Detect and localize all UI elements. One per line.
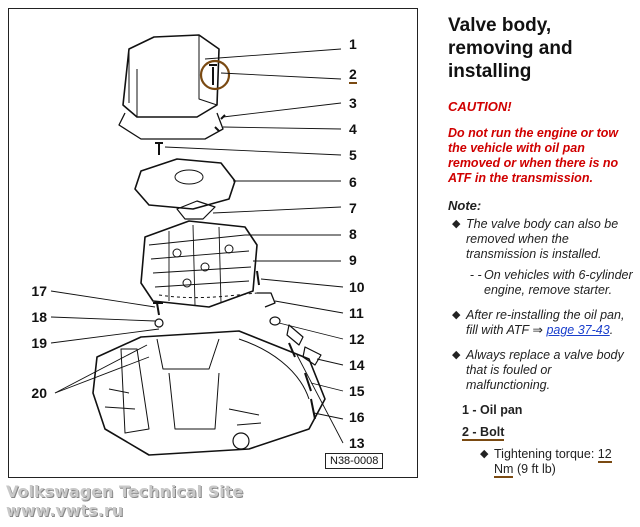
note-subbullet-1: - - On vehicles with 6-cylinder engine, … [448, 268, 636, 298]
callout-18: 18 [31, 309, 47, 325]
callout-14: 14 [349, 357, 365, 373]
caution-heading: CAUTION! [448, 99, 512, 114]
legend-item-2-label: 2 - Bolt [462, 425, 505, 441]
note-bullet-3-text: Always replace a valve body that is foul… [466, 348, 624, 392]
callout-6: 6 [349, 174, 357, 190]
valve-body-exploded-diagram [50, 34, 344, 456]
procedure-text-panel: Valve body, removing and installing CAUT… [448, 14, 636, 478]
note-bullet-1-text: The valve body can also be removed when … [466, 217, 619, 261]
callout-16: 16 [349, 409, 365, 425]
figure-code: N38-0008 [325, 453, 384, 469]
callout-7: 7 [349, 200, 357, 216]
watermark-line-2: www.vwts.ru [6, 501, 124, 520]
exploded-diagram-panel: 1 2 3 4 5 6 7 8 9 10 11 12 14 15 16 13 1… [8, 8, 418, 478]
legend-item-2: 2 - Bolt [462, 425, 636, 441]
page-reference-link[interactable]: page 37-43 [546, 323, 610, 337]
torque-spec: ◆ Tightening torque: 12 Nm (9 ft lb) [448, 447, 636, 478]
arrow-icon: ⇒ [532, 323, 543, 337]
note-bullet-1: ◆ The valve body can also be removed whe… [448, 217, 636, 262]
legend-item-1: 1 - Oil pan [462, 403, 523, 417]
callout-20: 20 [31, 385, 47, 401]
diamond-bullet-icon: ◆ [452, 349, 461, 361]
diamond-bullet-icon: ◆ [452, 218, 461, 230]
callout-2: 2 [349, 66, 357, 84]
torque-label: Tightening torque: [494, 447, 595, 461]
note-heading: Note: [448, 198, 482, 213]
site-watermark: Volkswagen Technical Site www.vwts.ru [6, 482, 243, 520]
callout-10: 10 [349, 279, 365, 295]
note-bullet-2-end: . [609, 323, 614, 337]
note-bullet-3: ◆ Always replace a valve body that is fo… [448, 348, 636, 393]
caution-text: Do not run the engine or tow the vehicle… [448, 126, 619, 185]
callout-13: 13 [349, 435, 365, 451]
page-title: Valve body, removing and installing [448, 15, 573, 82]
transmission-case-part [92, 330, 326, 456]
callout-12: 12 [349, 331, 365, 347]
diamond-bullet-icon: ◆ [480, 448, 489, 460]
callout-8: 8 [349, 226, 357, 242]
callout-17: 17 [31, 283, 47, 299]
note-bullet-2: ◆ After re-installing the oil pan, fill … [448, 308, 636, 338]
callout-15: 15 [349, 383, 365, 399]
callout-9: 9 [349, 252, 357, 268]
callout-3: 3 [349, 95, 357, 111]
callout-1: 1 [349, 36, 357, 52]
callout-4: 4 [349, 121, 357, 137]
callout-5: 5 [349, 147, 357, 163]
torque-imperial: (9 ft lb) [516, 462, 556, 476]
callout-19: 19 [31, 335, 47, 351]
torque-value: 12 [597, 447, 612, 463]
filter-part [134, 158, 236, 210]
note-subbullet-1-text: On vehicles with 6-cylinder engine, remo… [484, 268, 633, 297]
bolt-part [209, 64, 217, 85]
torque-unit: Nm [494, 462, 514, 478]
dash-marker: - - [470, 268, 482, 282]
watermark-line-1: Volkswagen Technical Site [6, 482, 244, 501]
note-bullet-2-text: After re-installing the oil pan, fill wi… [466, 308, 625, 337]
valve-body-part [140, 220, 258, 308]
diamond-bullet-icon: ◆ [452, 309, 461, 321]
callout-11: 11 [349, 305, 364, 321]
